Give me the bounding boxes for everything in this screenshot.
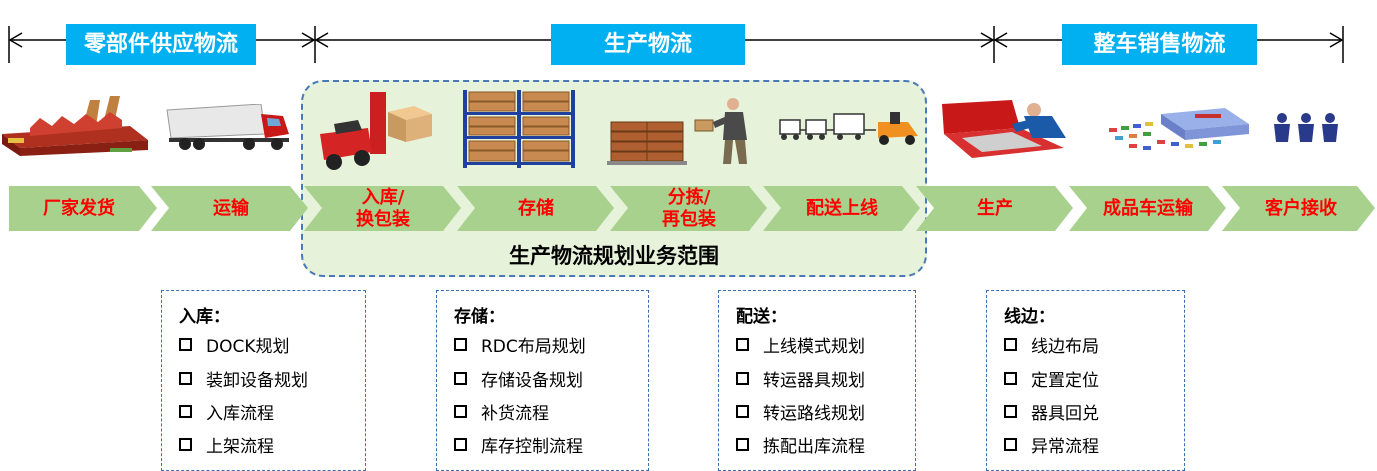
step-label-production: 生产 [977, 198, 1013, 219]
step-label-supplier-shipping: 厂家发货 [43, 198, 115, 219]
list-item: 入库流程 [179, 399, 274, 424]
checkbox-icon [454, 372, 467, 385]
detail-box-storage: 存储： RDC布局规划 存储设备规划 补货流程 库存控制流程 [436, 290, 649, 471]
step-chevron [1222, 186, 1375, 231]
step-label-customer-receipt: 客户接收 [1265, 198, 1337, 219]
step-chevron [1069, 186, 1226, 231]
step-chevron [151, 186, 308, 231]
step-chevron [9, 186, 157, 231]
list-item: 补货流程 [454, 399, 549, 424]
detail-box-receiving: 入库： DOCK规划 装卸设备规划 入库流程 上架流程 [161, 290, 366, 471]
list-item: 定置定位 [1004, 366, 1099, 391]
list-item: RDC布局规划 [454, 332, 586, 357]
checkbox-icon [454, 438, 467, 451]
process-flow [9, 186, 1375, 231]
list-item: 转运路线规划 [736, 399, 865, 424]
checkbox-icon [1004, 338, 1017, 351]
checkbox-icon [454, 405, 467, 418]
tugger-train-icon [779, 112, 918, 145]
list-item: 上架流程 [179, 432, 274, 457]
checkbox-icon [179, 372, 192, 385]
list-item: 库存控制流程 [454, 432, 583, 457]
list-item: DOCK规划 [179, 332, 290, 357]
list-item: 拣配出库流程 [736, 432, 865, 457]
list-item: 存储设备规划 [454, 366, 583, 391]
vehicle-distribution-icon [1109, 108, 1249, 150]
factory-icon [2, 96, 148, 156]
list-item: 异常流程 [1004, 432, 1099, 457]
stage-label-parts-supply: 零部件供应物流 [66, 24, 256, 65]
detail-box-lineside: 线边： 线边布局 定置定位 器具回兑 异常流程 [986, 290, 1185, 471]
detail-box-delivery: 配送： 上线模式规划 转运器具规划 转运路线规划 拣配出库流程 [718, 290, 916, 471]
step-chevron [610, 186, 767, 231]
box-title: 配送： [736, 307, 787, 327]
checkbox-icon [179, 438, 192, 451]
step-label-finished-vehicle-transport: 成品车运输 [1103, 198, 1193, 219]
list-item: 上线模式规划 [736, 332, 865, 357]
list-item: 装卸设备规划 [179, 366, 308, 391]
step-label-receiving-repack: 入库/ 换包装 [356, 187, 410, 230]
checkbox-icon [179, 338, 192, 351]
production-logistics-scope [301, 80, 927, 277]
list-item: 线边布局 [1004, 332, 1099, 357]
list-item: 器具回兑 [1004, 399, 1099, 424]
checkbox-icon [1004, 372, 1017, 385]
checkbox-icon [736, 372, 749, 385]
step-chevron [304, 186, 461, 231]
checkbox-icon [1004, 405, 1017, 418]
checkbox-icon [1004, 438, 1017, 451]
list-item: 转运器具规划 [736, 366, 865, 391]
step-chevron [916, 186, 1073, 231]
customers-icon [1274, 113, 1338, 142]
step-label-line-delivery: 配送上线 [806, 198, 878, 219]
step-chevron [457, 186, 614, 231]
checkbox-icon [179, 405, 192, 418]
step-chevron [763, 186, 920, 231]
box-title: 线边： [1004, 307, 1055, 327]
checkbox-icon [736, 338, 749, 351]
picking-worker-icon [607, 98, 747, 165]
production-assembly-icon [942, 100, 1066, 158]
checkbox-icon [736, 438, 749, 451]
step-label-transport: 运输 [213, 198, 249, 219]
scope-label: 生产物流规划业务范围 [509, 244, 719, 268]
forklift-icon [320, 92, 432, 170]
truck-icon [166, 104, 289, 150]
storage-rack-icon [463, 90, 575, 168]
stage-label-production: 生产物流 [551, 24, 745, 65]
checkbox-icon [454, 338, 467, 351]
box-title: 存储： [454, 307, 505, 327]
step-label-storage: 存储 [518, 198, 554, 219]
step-label-picking-repack: 分拣/ 再包装 [662, 187, 716, 230]
stage-dimension-lines [8, 26, 1344, 63]
stage-label-vehicle-sales: 整车销售物流 [1062, 24, 1257, 65]
checkbox-icon [736, 405, 749, 418]
box-title: 入库： [179, 307, 230, 327]
